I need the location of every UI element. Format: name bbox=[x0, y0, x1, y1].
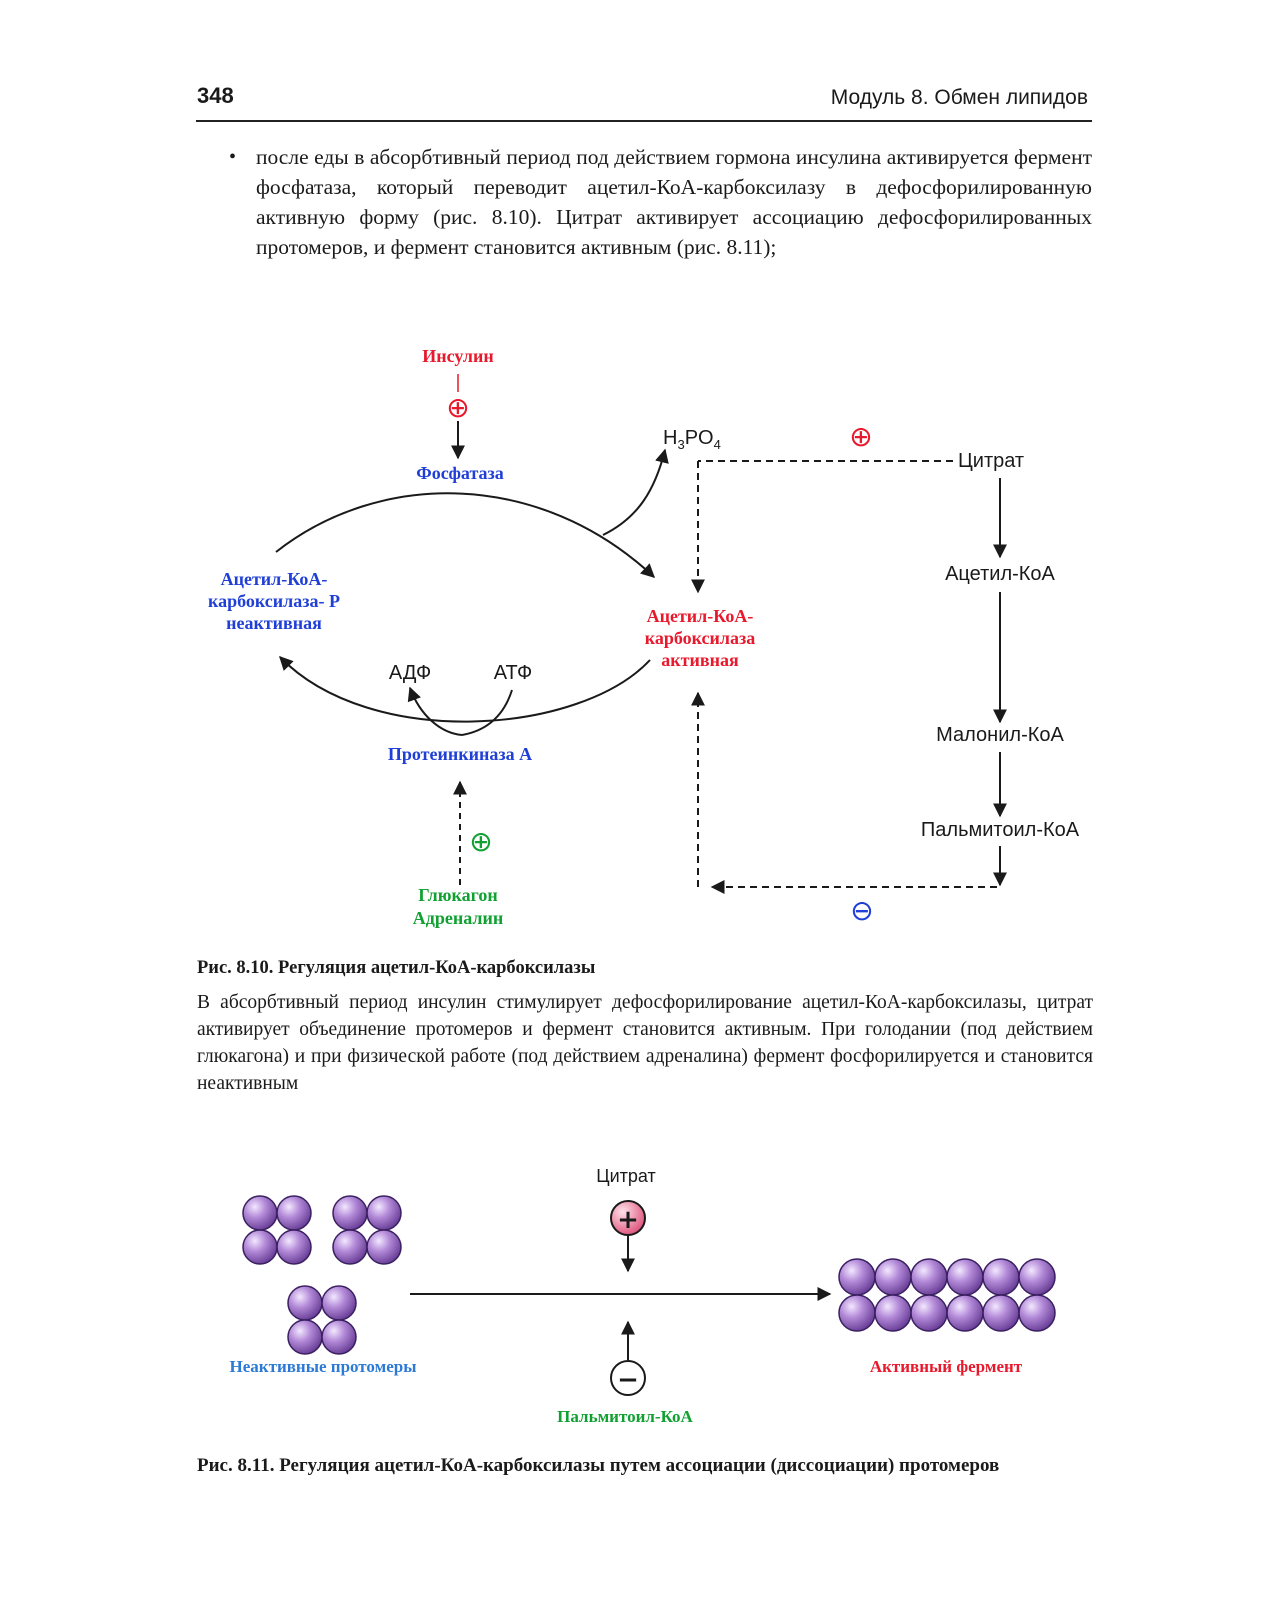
active-enzyme-line3: активная bbox=[661, 650, 739, 670]
protomer-sphere bbox=[287, 1319, 323, 1355]
protomer-sphere bbox=[910, 1258, 948, 1296]
active-enzyme-spheres bbox=[838, 1258, 1056, 1332]
fig811-plus-circle bbox=[610, 1200, 646, 1236]
protomer-sphere bbox=[946, 1294, 984, 1332]
h3po4-label: H3PO4 bbox=[663, 427, 721, 452]
phosphatase-label: Фосфатаза bbox=[416, 463, 504, 483]
glucagon-label: Глюкагон bbox=[418, 885, 497, 905]
protomer-sphere bbox=[276, 1195, 312, 1231]
protomer-sphere bbox=[366, 1195, 402, 1231]
protomer-sphere bbox=[332, 1229, 368, 1265]
fig811-caption: Рис. 8.11. Регуляция ацетил-КоА-карбокси… bbox=[197, 1455, 1000, 1476]
protomer-sphere bbox=[946, 1258, 984, 1296]
atp-curve bbox=[461, 689, 513, 736]
fig810-caption-title: Рис. 8.10. Регуляция ацетил-КоА-карбокси… bbox=[197, 958, 596, 978]
protomer-sphere bbox=[242, 1195, 278, 1231]
protomer-sphere bbox=[838, 1258, 876, 1296]
protomer-sphere bbox=[321, 1285, 357, 1321]
protomer-sphere bbox=[874, 1294, 912, 1332]
fig811-inactive-label: Неактивные протомеры bbox=[230, 1357, 417, 1376]
fig811-palmitoyl-label: Пальмитоил-КоА bbox=[557, 1407, 693, 1426]
running-title: Модуль 8. Обмен липидов bbox=[830, 86, 1088, 109]
protomer-sphere bbox=[287, 1285, 323, 1321]
page-number: 348 bbox=[197, 83, 234, 108]
fig811-minus-icon: − bbox=[617, 1365, 639, 1395]
palmitoyl-coa-label: Пальмитоил-КоА bbox=[921, 819, 1080, 841]
fig811-minus-circle bbox=[610, 1360, 646, 1396]
protomer-sphere bbox=[242, 1229, 278, 1265]
bullet-marker: • bbox=[229, 146, 237, 168]
protomer-sphere bbox=[1018, 1294, 1056, 1332]
protomer-sphere bbox=[321, 1319, 357, 1355]
protomer-sphere bbox=[982, 1258, 1020, 1296]
palmitoyl-minus-icon: ⊖ bbox=[850, 894, 873, 927]
inactive-protomers bbox=[242, 1195, 402, 1355]
fig811-plus-icon: + bbox=[617, 1205, 639, 1235]
acetyl-coa-label: Ацетил-КоА bbox=[945, 563, 1055, 585]
protomer-sphere bbox=[874, 1258, 912, 1296]
protomer-sphere bbox=[1018, 1258, 1056, 1296]
protomer-sphere bbox=[332, 1195, 368, 1231]
phosphorylation-arc bbox=[279, 655, 651, 723]
insulin-plus-icon: ⊕ bbox=[446, 391, 469, 424]
inactive-enzyme-line2: карбоксилаза- Р bbox=[208, 591, 340, 611]
inactive-enzyme-line1: Ацетил-КоА- bbox=[221, 569, 328, 589]
protomer-sphere bbox=[838, 1294, 876, 1332]
atp-label: АТФ bbox=[494, 662, 533, 684]
fig810-caption-text: В абсорбтивный период инсулин стимулируе… bbox=[197, 992, 1093, 1094]
body-paragraph: после еды в абсорбтивный период под дейс… bbox=[256, 145, 1092, 259]
active-enzyme-line2: карбоксилаза bbox=[645, 628, 756, 648]
protomer-sphere bbox=[982, 1294, 1020, 1332]
dephosphorylation-arc bbox=[275, 492, 656, 578]
pka-label: Протеинкиназа А bbox=[388, 744, 532, 764]
protomer-sphere bbox=[910, 1294, 948, 1332]
citrate-label: Цитрат bbox=[958, 450, 1024, 472]
adrenaline-label: Адреналин bbox=[413, 908, 503, 928]
adp-curve bbox=[407, 686, 463, 736]
h3po4-branch-arrow bbox=[602, 448, 669, 536]
adp-label: АДФ bbox=[389, 662, 431, 684]
insulin-label: Инсулин bbox=[422, 346, 494, 366]
active-enzyme-line1: Ацетил-КоА- bbox=[647, 606, 754, 626]
fig811-citrate-label: Цитрат bbox=[596, 1166, 655, 1186]
citrate-plus-icon: ⊕ bbox=[849, 420, 872, 453]
header-rule bbox=[196, 120, 1092, 122]
inactive-enzyme-line3: неактивная bbox=[226, 613, 322, 633]
fig811-active-label: Активный фермент bbox=[870, 1357, 1023, 1376]
protomer-sphere bbox=[366, 1229, 402, 1265]
protomer-sphere bbox=[276, 1229, 312, 1265]
glucagon-plus-icon: ⊕ bbox=[469, 825, 492, 858]
malonyl-coa-label: Малонил-КоА bbox=[936, 724, 1064, 746]
